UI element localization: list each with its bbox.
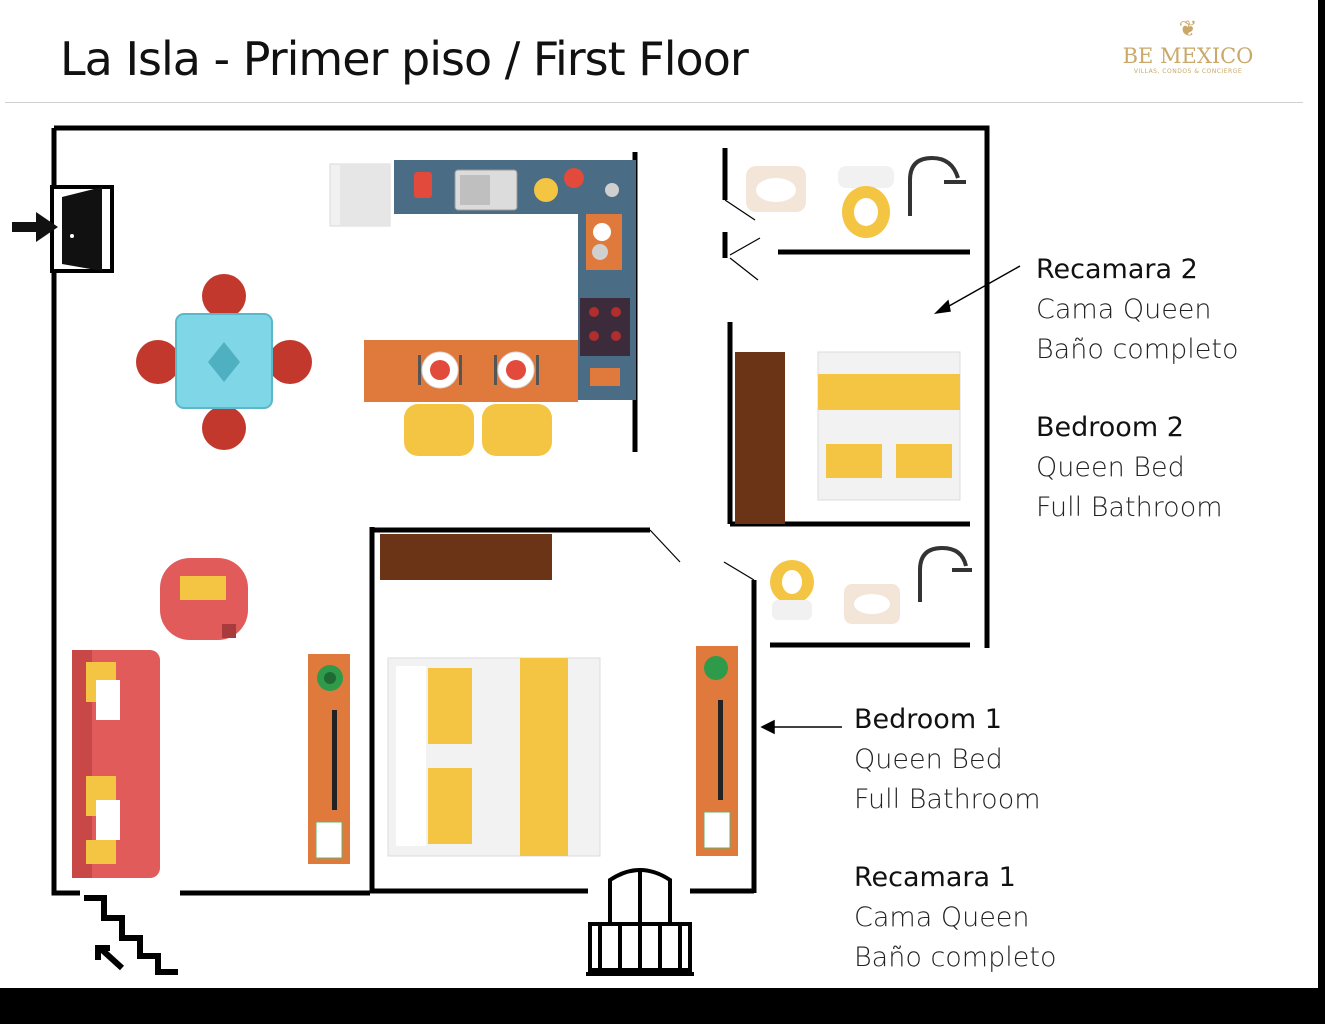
bedroom1-closet	[380, 534, 552, 580]
bedroom1-label-en-bath: Full Bathroom	[854, 784, 1041, 815]
logo: ❦ BE MEXICO VILLAS, CONDOS & CONCIERGE	[1118, 16, 1258, 90]
sofa	[72, 650, 160, 878]
bottom-edge-bar	[0, 988, 1325, 1024]
shower-icon	[908, 155, 966, 216]
kitchen-counter	[394, 160, 636, 400]
bedroom2-label-es-title: Recamara 2	[1036, 254, 1198, 285]
page-title: La Isla - Primer piso / First Floor	[60, 32, 749, 86]
bedroom2-bed	[817, 351, 961, 501]
toilet-icon	[770, 560, 814, 620]
dining-table	[136, 274, 312, 450]
bedroom2-pointer-arrow	[933, 265, 1021, 315]
entry-arrow-icon	[12, 212, 58, 242]
right-edge-bar	[1318, 0, 1325, 1024]
bedroom2-label: Recamara 2 Cama Queen Baño completo Bedr…	[1036, 250, 1238, 528]
title-divider	[5, 102, 1303, 103]
entry-door-icon	[50, 185, 114, 273]
bedroom1-console	[696, 646, 738, 856]
pan	[590, 368, 620, 386]
bedroom2-label-es-bed: Cama Queen	[1036, 294, 1212, 325]
bedroom1-pointer-arrow	[760, 719, 842, 735]
breakfast-bar	[364, 340, 578, 456]
refrigerator-icon	[329, 163, 391, 227]
bedroom1-label-es-title: Recamara 1	[854, 862, 1016, 893]
armchair	[160, 558, 248, 640]
bedroom1-label-es-bath: Baño completo	[854, 942, 1057, 973]
bedroom2-label-en-title: Bedroom 2	[1036, 412, 1184, 443]
bedroom2-label-en-bath: Full Bathroom	[1036, 492, 1223, 523]
bedroom1-label-es-bed: Cama Queen	[854, 902, 1030, 933]
sink-icon	[746, 166, 806, 212]
bedroom1-label: Bedroom 1 Queen Bed Full Bathroom Recama…	[854, 700, 1056, 978]
stove-icon	[580, 298, 630, 356]
bedroom1-label-en-bed: Queen Bed	[854, 744, 1003, 775]
toilet-icon	[838, 166, 894, 238]
door-swings	[649, 199, 761, 581]
bedroom1-label-en-title: Bedroom 1	[854, 704, 1002, 735]
shower-icon	[918, 545, 972, 602]
bedroom2-closet	[735, 352, 785, 524]
bedroom2-label-en-bed: Queen Bed	[1036, 452, 1185, 483]
tv-console	[308, 654, 350, 864]
logo-ornament-icon: ❦	[1178, 17, 1198, 42]
bedroom2-label-es-bath: Baño completo	[1036, 334, 1239, 365]
plant-icon	[317, 665, 343, 691]
balcony-icon	[586, 868, 694, 976]
logo-name: BE MEXICO	[1122, 44, 1254, 68]
stairs-icon	[84, 895, 178, 975]
logo-tagline: VILLAS, CONDOS & CONCIERGE	[1133, 68, 1243, 75]
bedroom1-bed	[387, 657, 601, 857]
sink-icon	[844, 584, 900, 624]
